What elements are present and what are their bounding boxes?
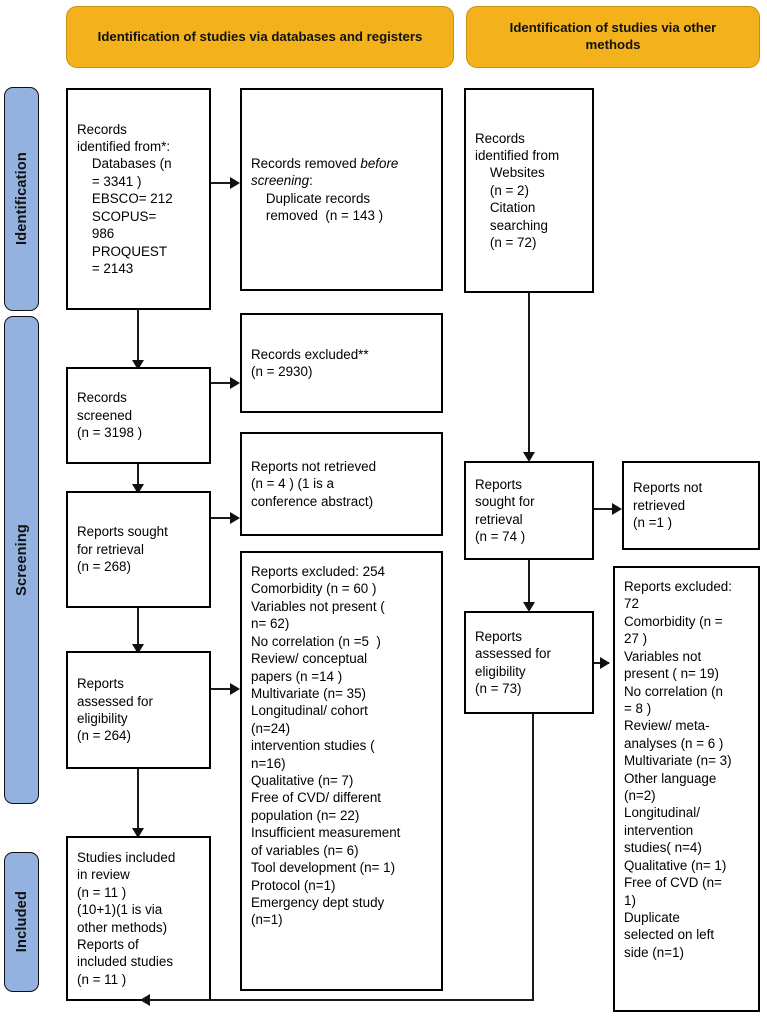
stage-label-screening: Screening [13,524,30,596]
connector-sought-to-assessed [137,608,139,648]
node-reports-sought-other: Reports sought for retrieval (n = 74 ) [464,461,594,560]
connector-identified-to-removed [211,182,232,184]
header-databases-label: Identification of studies via databases … [97,28,423,44]
arrowhead-other-sought-to-assessed [523,602,535,612]
node-records-excluded-text: Records excluded** (n = 2930) [251,346,369,379]
node-records-identified-text: Records identified from*: Databases (n =… [77,121,173,276]
header-databases-registers: Identification of studies via databases … [66,6,454,68]
arrowhead-identified-to-removed [230,177,240,189]
stage-bar-included: Included [4,852,39,992]
arrowhead-assessed-to-excludedlist [230,683,240,695]
node-studies-included: Studies included in review (n = 11 ) (10… [66,836,211,1001]
node-reports-excluded-other: Reports excluded: 72 Comorbidity (n = 27… [613,566,760,1012]
arrowhead-sought-to-notretrieved [230,512,240,524]
connector-identified-to-screened [137,310,139,364]
node-reports-sought-text: Reports sought for retrieval (n = 268) [77,524,168,575]
arrowhead-sought-to-assessed [132,644,144,654]
stage-bar-identification: Identification [4,87,39,311]
arrowhead-other-sought-to-notretrieved [612,503,622,515]
node-reports-sought: Reports sought for retrieval (n = 268) [66,491,211,608]
node-records-screened: Records screened (n = 3198 ) [66,367,211,464]
node-reports-excluded-other-text: Reports excluded: 72 Comorbidity (n = 27… [624,579,732,960]
connector-other-identified-to-sought [528,293,530,457]
node-records-removed-before-screening: Records removed before screening: Duplic… [240,88,443,291]
node-records-excluded: Records excluded** (n = 2930) [240,313,443,413]
arrowhead-screened-to-sought [132,484,144,494]
arrowhead-assessed-to-included [132,828,144,838]
connector-other-sought-to-notretrieved [594,508,614,510]
node-reports-assessed-text: Reports assessed for eligibility (n = 26… [77,676,153,744]
node-records-identified-other-text: Records identified from Websites (n = 2)… [475,130,560,251]
connector-sought-to-notretrieved [211,517,232,519]
header-other-label: Identification of studies via other meth… [509,20,717,52]
arrowhead-identified-to-screened [132,360,144,370]
connector-screened-to-sought [137,464,139,488]
connector-other-sought-to-assessed [528,560,530,606]
stage-label-included: Included [13,891,30,953]
node-reports-assessed: Reports assessed for eligibility (n = 26… [66,651,211,769]
header-other-methods: Identification of studies via other meth… [466,6,760,68]
node-reports-not-retrieved-text: Reports not retrieved (n = 4 ) (1 is a c… [251,458,377,509]
connector-other-assessed-to-included-vertical [532,714,534,1000]
node-reports-not-retrieved-other-text: Reports not retrieved (n =1 ) [633,480,703,531]
connector-other-assessed-to-included-horizontal [146,999,534,1001]
arrowhead-other-assessed-to-included [140,994,150,1006]
node-reports-assessed-other-text: Reports assessed for eligibility (n = 73… [475,628,551,696]
node-reports-excluded-left-text: Reports excluded: 254 Comorbidity (n = 6… [251,564,401,928]
node-records-identified: Records identified from*: Databases (n =… [66,88,211,310]
connector-screened-to-excluded [211,382,232,384]
connector-assessed-to-excludedlist [211,688,232,690]
stage-label-identification: Identification [13,152,30,246]
stage-bar-screening: Screening [4,316,39,804]
node-studies-included-text: Studies included in review (n = 11 ) (10… [77,849,176,987]
node-reports-not-retrieved-other: Reports not retrieved (n =1 ) [622,461,760,550]
node-records-removed-text: Records removed before screening: Duplic… [251,155,399,223]
node-reports-not-retrieved: Reports not retrieved (n = 4 ) (1 is a c… [240,432,443,536]
node-records-screened-text: Records screened (n = 3198 ) [77,390,143,441]
node-reports-sought-other-text: Reports sought for retrieval (n = 74 ) [475,476,535,544]
node-reports-assessed-other: Reports assessed for eligibility (n = 73… [464,611,594,714]
node-records-identified-other: Records identified from Websites (n = 2)… [464,88,594,293]
connector-assessed-to-included [137,769,139,833]
arrowhead-screened-to-excluded [230,377,240,389]
node-reports-excluded-left: Reports excluded: 254 Comorbidity (n = 6… [240,551,443,991]
arrowhead-other-identified-to-sought [523,452,535,462]
arrowhead-other-assessed-to-excluded [600,657,610,669]
